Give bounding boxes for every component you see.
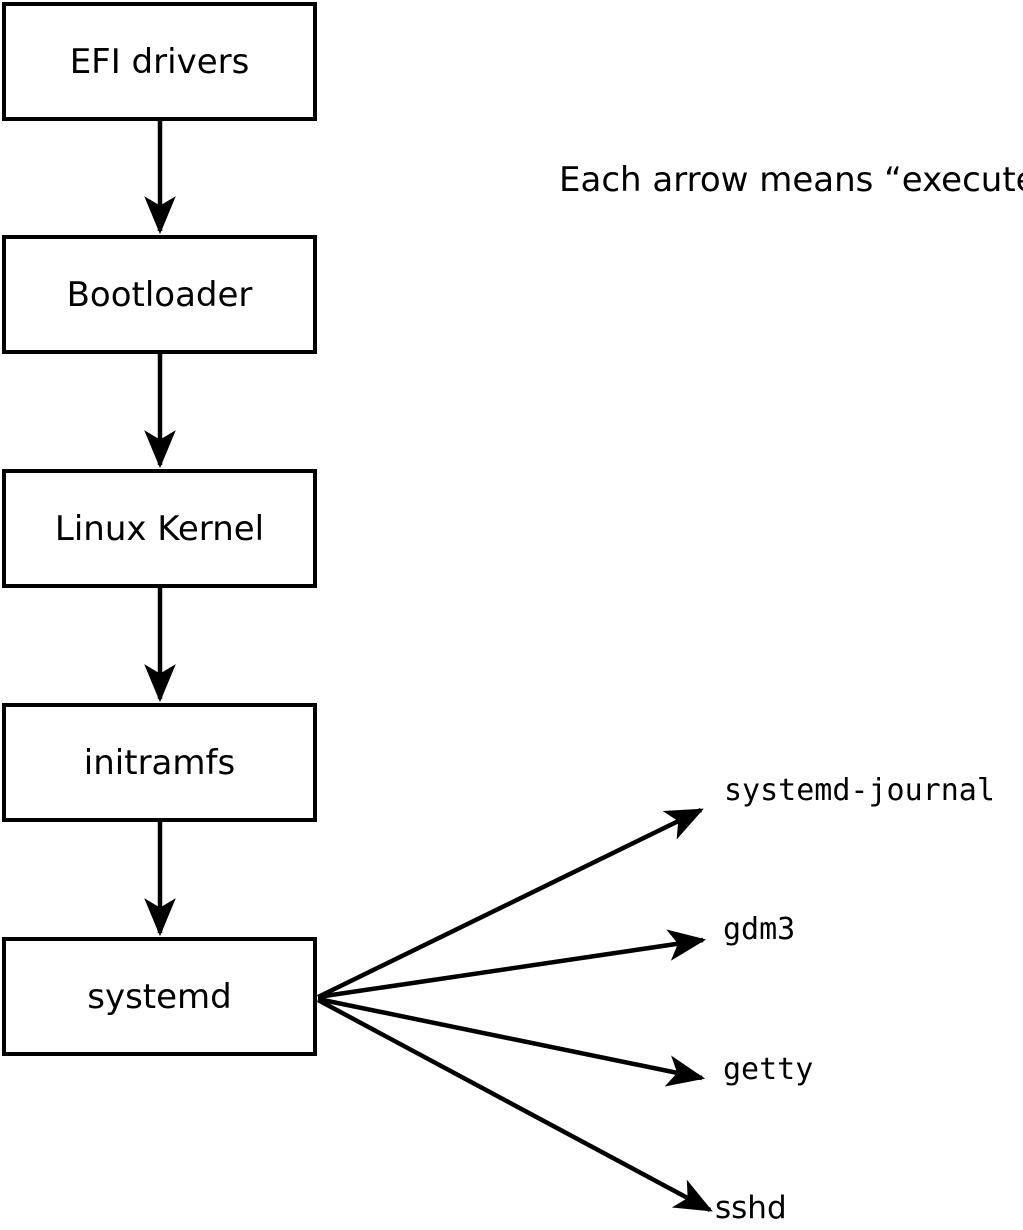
arrow-systemd-to-sshd — [316, 998, 713, 1212]
arrow-systemd-to-systemd-journal — [317, 807, 704, 1000]
node-linux-kernel: Linux Kernel — [2, 469, 317, 588]
node-systemd-label: systemd — [87, 976, 232, 1017]
diagram-caption: Each arrow means “executes”. — [559, 160, 1023, 200]
node-efi-drivers-label: EFI drivers — [69, 41, 250, 82]
node-systemd: systemd — [2, 937, 317, 1056]
arrow-systemd-to-getty — [317, 996, 706, 1087]
node-bootloader-label: Bootloader — [66, 274, 253, 315]
node-efi-drivers: EFI drivers — [2, 2, 317, 121]
node-initramfs-label: initramfs — [83, 742, 236, 783]
node-initramfs: initramfs — [2, 703, 317, 822]
node-linux-kernel-label: Linux Kernel — [54, 508, 265, 549]
arrow-systemd-to-gdm3 — [317, 929, 707, 1000]
process-label-gdm3: gdm3 — [723, 912, 796, 947]
node-bootloader: Bootloader — [2, 235, 317, 354]
process-label-sshd: sshd — [715, 1190, 787, 1226]
process-label-systemd-journal: systemd-journal — [724, 773, 995, 808]
process-label-getty: getty — [723, 1052, 814, 1087]
